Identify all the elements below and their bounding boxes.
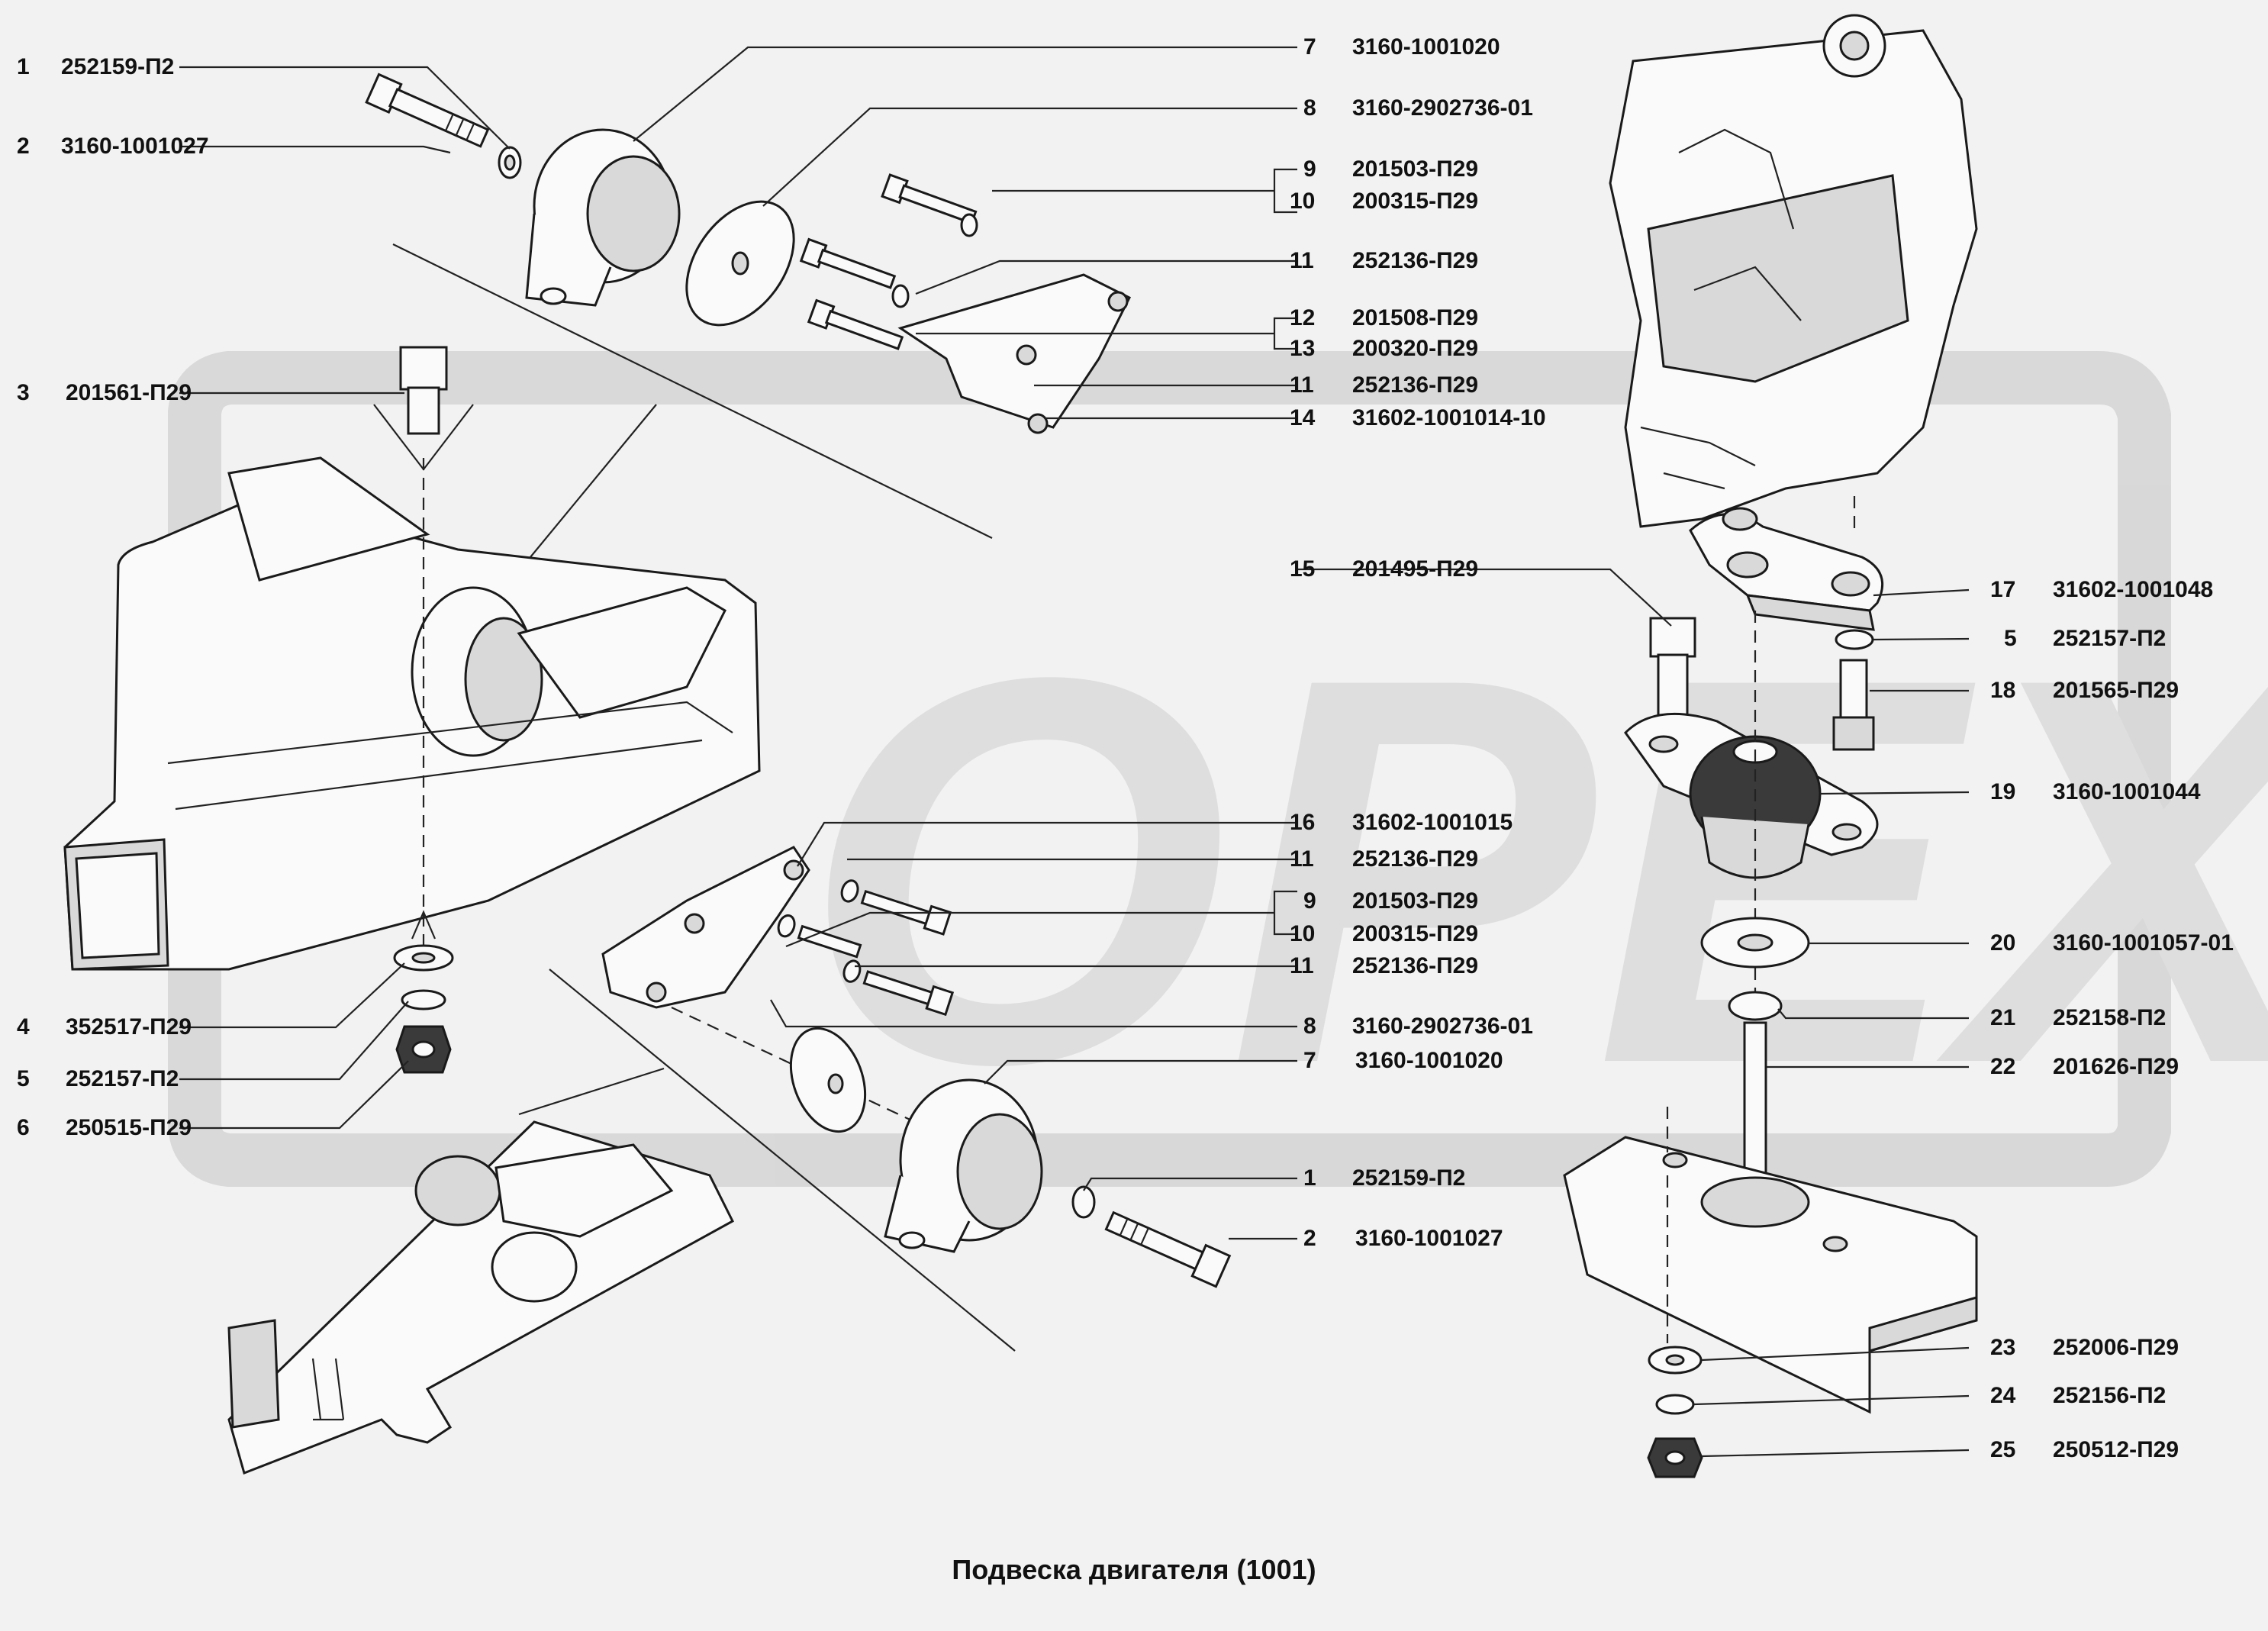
label-num-18: 18 <box>1990 678 2016 703</box>
label-num-8a: 8 <box>1303 95 1316 121</box>
label-code-19: 3160-1001044 <box>2053 779 2201 804</box>
label-code-9b: 201503-П29 <box>1352 888 1479 914</box>
label-code-7b: 3160-1001020 <box>1355 1048 1503 1073</box>
label-code-5a: 252157-П2 <box>66 1066 179 1091</box>
label-code-11a: 252136-П29 <box>1352 248 1479 273</box>
label-num-5b: 5 <box>2004 626 2017 651</box>
label-num-17: 17 <box>1990 577 2016 602</box>
upper-left-mount-assembly <box>365 73 1132 434</box>
lower-frame-detail <box>227 1120 734 1475</box>
label-code-16: 31602-1001015 <box>1352 810 1513 835</box>
label-num-13: 13 <box>1290 336 1316 361</box>
label-num-11c: 11 <box>1290 846 1314 872</box>
label-code-2b: 3160-1001027 <box>1355 1226 1503 1251</box>
label-code-5b: 252157-П2 <box>2053 626 2167 651</box>
leader-lines <box>179 46 1970 1458</box>
watermark-text: OPEX <box>801 563 2268 1178</box>
label-num-14: 14 <box>1290 405 1316 430</box>
label-num-4: 4 <box>17 1014 30 1040</box>
label-code-9a: 201503-П29 <box>1352 156 1479 182</box>
label-num-2a: 2 <box>17 134 30 159</box>
label-num-7b: 7 <box>1303 1048 1316 1073</box>
bolt-18 <box>1832 659 1875 751</box>
label-num-11a: 11 <box>1290 248 1314 273</box>
label-num-2b: 2 <box>1303 1226 1316 1251</box>
label-code-6: 250515-П29 <box>66 1115 192 1140</box>
label-code-10b: 200315-П29 <box>1352 921 1479 946</box>
bolt-15 <box>1649 617 1696 717</box>
label-code-20: 3160-1001057-01 <box>2053 930 2234 956</box>
washer-21 <box>1728 991 1783 1021</box>
label-code-1a: 252159-П2 <box>61 54 175 79</box>
frame-assembly <box>63 456 761 971</box>
label-num-11b: 11 <box>1290 372 1314 398</box>
label-num-15: 15 <box>1290 556 1316 582</box>
label-code-8b: 3160-2902736-01 <box>1352 1014 1533 1039</box>
watermark-logo: OPEX <box>168 351 2268 1187</box>
label-num-16: 16 <box>1290 810 1316 835</box>
label-code-18: 201565-П29 <box>2053 678 2179 703</box>
label-num-19: 19 <box>1990 779 2016 804</box>
label-code-11d: 252136-П29 <box>1352 953 1479 978</box>
label-code-22: 201626-П29 <box>2053 1054 2179 1079</box>
vertical-bolt-stack-left <box>373 346 474 1074</box>
label-num-1a: 1 <box>17 54 30 79</box>
label-num-10b: 10 <box>1290 921 1316 946</box>
label-code-2a: 3160-1001027 <box>61 134 209 159</box>
label-code-15: 201495-П29 <box>1352 556 1479 582</box>
label-num-10a: 10 <box>1290 189 1316 214</box>
label-code-12: 201508-П29 <box>1352 305 1479 330</box>
label-num-9a: 9 <box>1303 156 1316 182</box>
label-num-3: 3 <box>17 380 30 405</box>
label-code-11c: 252136-П29 <box>1352 846 1479 872</box>
label-num-21: 21 <box>1990 1005 2016 1030</box>
label-code-23: 252006-П29 <box>2053 1335 2179 1360</box>
label-code-11b: 252136-П29 <box>1352 372 1479 398</box>
label-num-5a: 5 <box>17 1066 30 1091</box>
label-num-20: 20 <box>1990 930 2016 956</box>
mount-plate-17 <box>1689 507 1884 631</box>
label-code-24: 252156-П2 <box>2053 1383 2167 1408</box>
label-num-24: 24 <box>1990 1383 2016 1408</box>
washer-24 <box>1655 1394 1695 1415</box>
lower-mount-assembly <box>601 846 1232 1288</box>
label-code-1b: 252159-П2 <box>1352 1165 1466 1191</box>
label-code-13: 200320-П29 <box>1352 336 1479 361</box>
label-code-10a: 200315-П29 <box>1352 189 1479 214</box>
label-num-7a: 7 <box>1303 34 1316 60</box>
label-num-1b: 1 <box>1303 1165 1316 1191</box>
label-num-25: 25 <box>1990 1437 2016 1462</box>
label-num-6: 6 <box>17 1115 30 1140</box>
label-num-8b: 8 <box>1303 1014 1316 1039</box>
label-num-12: 12 <box>1290 305 1316 330</box>
label-code-3: 201561-П29 <box>66 380 192 405</box>
washer-5-right <box>1835 629 1874 650</box>
label-code-7a: 3160-1001020 <box>1352 34 1500 60</box>
label-code-25: 250512-П29 <box>2053 1437 2179 1462</box>
label-code-4: 352517-П29 <box>66 1014 192 1040</box>
label-num-23: 23 <box>1990 1335 2016 1360</box>
label-num-11d: 11 <box>1290 953 1314 978</box>
label-num-9b: 9 <box>1303 888 1316 914</box>
label-code-14: 31602-1001014-10 <box>1352 405 1546 430</box>
label-code-21: 252158-П2 <box>2053 1005 2167 1030</box>
label-num-22: 22 <box>1990 1054 2016 1079</box>
gearbox-assembly <box>1609 14 1978 534</box>
label-code-8a: 3160-2902736-01 <box>1352 95 1533 121</box>
diagram-caption: Подвеска двигателя (1001) <box>952 1554 1316 1585</box>
label-code-17: 31602-1001048 <box>2053 577 2214 602</box>
